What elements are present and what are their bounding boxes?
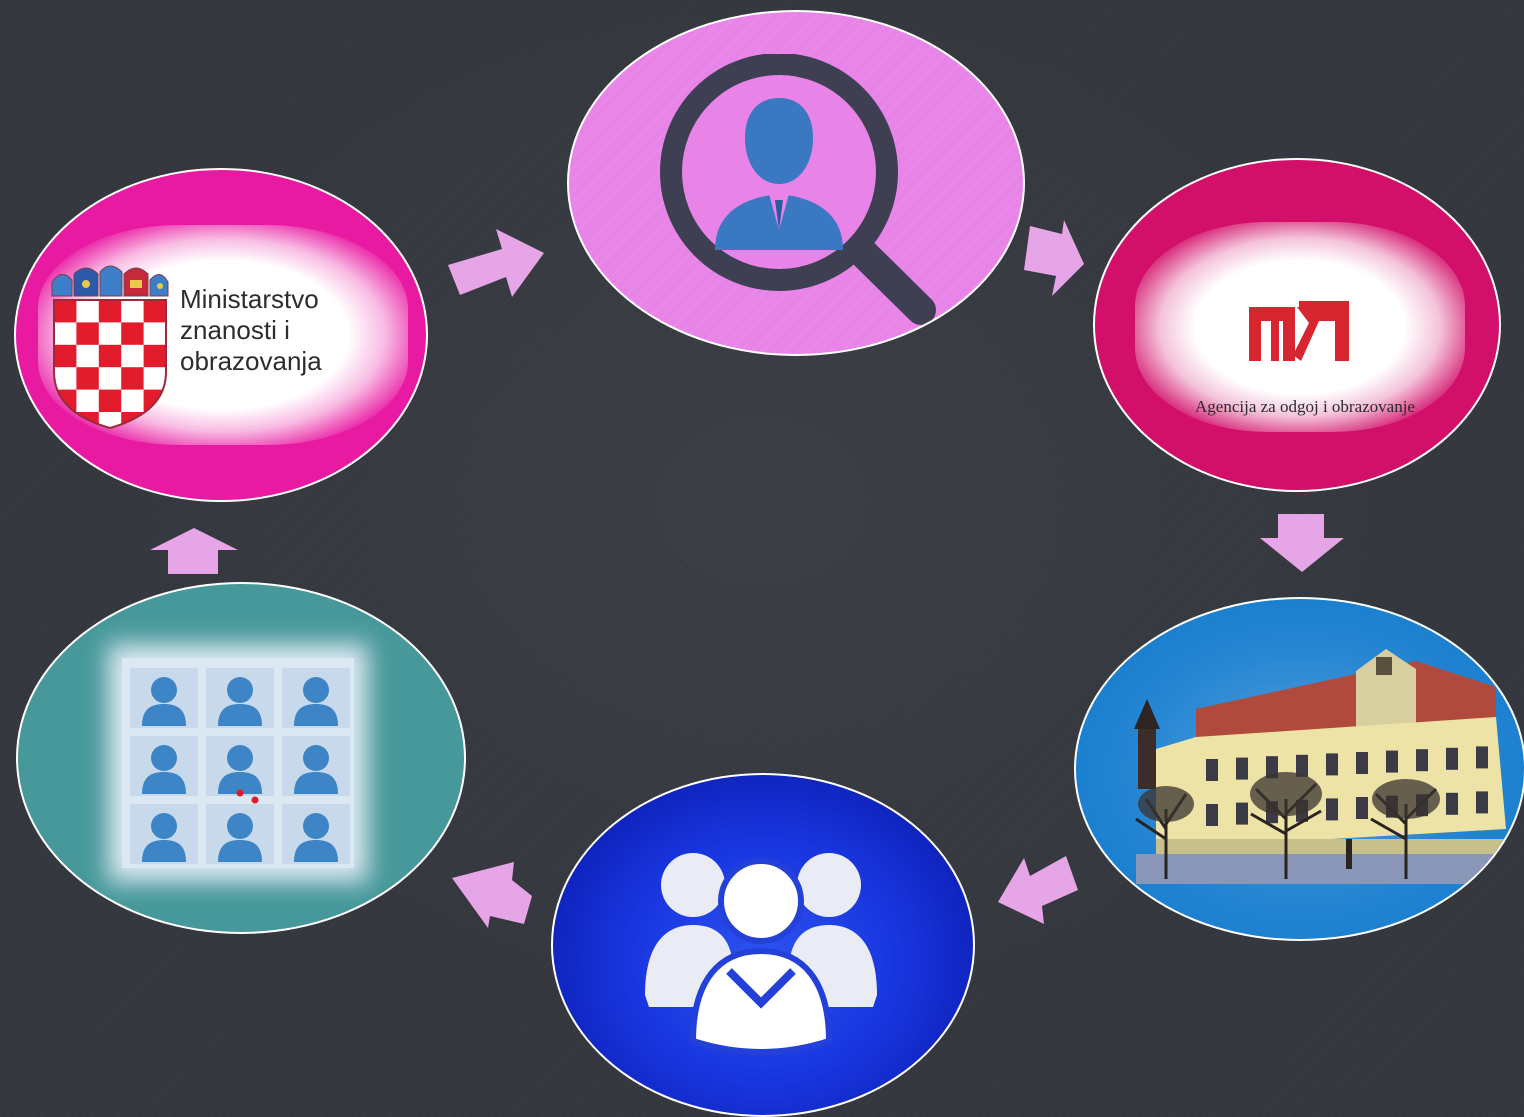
ministry-label-line-1: Ministarstvo: [180, 284, 319, 314]
aoo-logo-icon: [1249, 301, 1349, 361]
ministry-label: Ministarstvo znanosti i obrazovanja: [180, 284, 322, 377]
node-school: [1074, 597, 1524, 941]
arrow-photos-to-ministry: [150, 528, 238, 574]
school-building-image: [1076, 599, 1524, 939]
node-group: [551, 773, 975, 1117]
arrow-school-to-group: [998, 856, 1078, 924]
agency-glow: [1135, 222, 1465, 432]
person-search-icon: [660, 54, 936, 325]
arrow-ministry-to-search: [448, 229, 544, 297]
ministry-label-line-2: znanosti i: [180, 315, 290, 345]
croatian-coat-of-arms-icon: [51, 265, 169, 430]
arrow-search-to-agency: [1024, 220, 1084, 296]
ministry-label-line-3: obrazovanja: [180, 346, 322, 376]
node-ministry: Ministarstvo znanosti i obrazovanja: [14, 168, 428, 502]
node-search: [567, 10, 1025, 356]
node-agency: Agencija za odgoj i obrazovanje: [1093, 158, 1501, 492]
arrow-agency-to-school: [1260, 514, 1344, 572]
agency-label: Agencija za odgoj i obrazovanje: [1195, 397, 1415, 416]
people-group-icon: [645, 853, 877, 1055]
portrait-grid-icon: [130, 668, 350, 864]
node-photos: [16, 582, 466, 934]
arrow-group-to-photos: [452, 862, 532, 928]
